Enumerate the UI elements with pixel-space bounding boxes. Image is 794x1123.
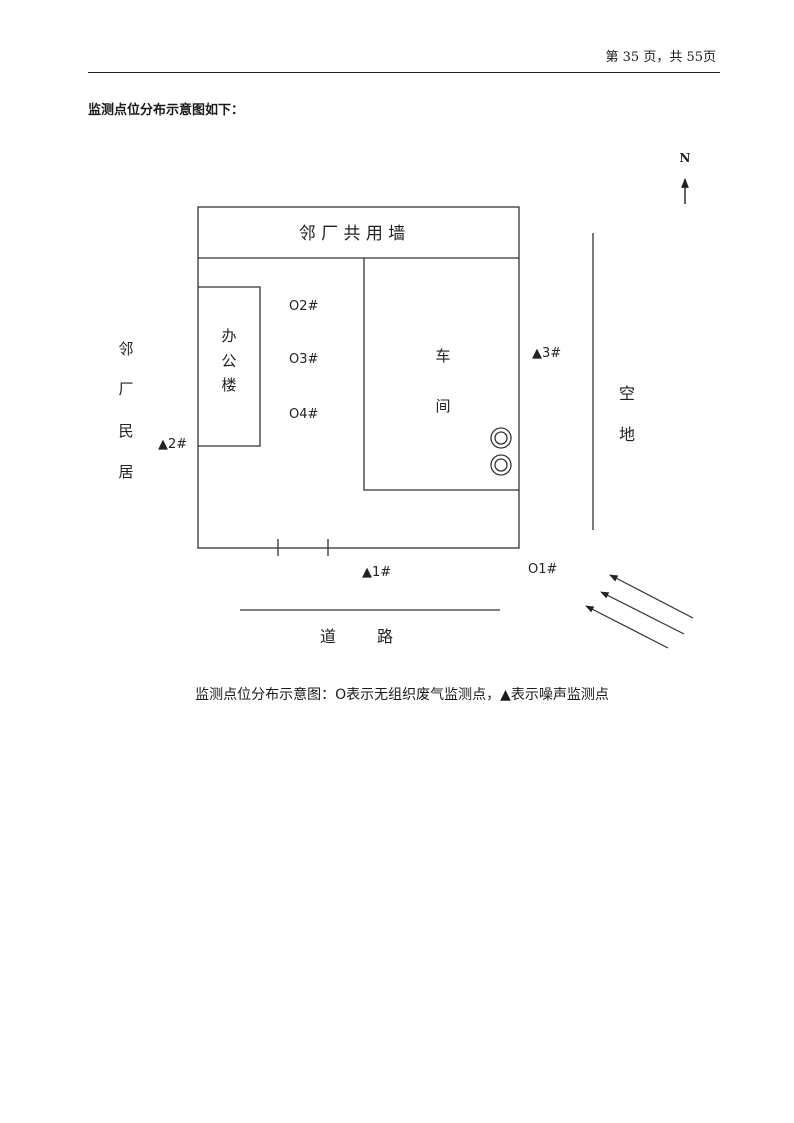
shared-wall-label: 邻 厂 共 用 墙 (299, 224, 406, 244)
exhaust-stack (490, 454, 512, 476)
workshop-label-char: 车 (435, 347, 450, 365)
wind-arrow (585, 605, 669, 649)
diagram-caption: 监测点位分布示意图：O表示无组织废气监测点，▲表示噪声监测点 (195, 687, 609, 703)
gas-point-o1: O1# (528, 562, 557, 577)
office-label-char: 公 (221, 352, 236, 370)
residence-label-char: 邻 (118, 340, 133, 358)
north-label: N (680, 151, 691, 165)
page-header: 第 35 页，共 55页 (88, 40, 720, 73)
noise-point-2: ▲2# (158, 437, 187, 452)
section-heading: 监测点位分布示意图如下： (88, 103, 245, 118)
office-label-char: 办 (221, 327, 236, 345)
gas-point-o3: O3# (289, 352, 318, 367)
road-label-char: 路 (377, 627, 393, 646)
residence-label-char: 厂 (118, 380, 133, 398)
road-label-char: 道 (320, 627, 336, 646)
office-label-char: 楼 (221, 376, 236, 394)
residence-label-char: 居 (118, 463, 133, 481)
wind-arrow (609, 574, 694, 619)
workshop-label-char: 间 (435, 397, 450, 415)
empty-land-label-char: 地 (619, 425, 635, 444)
gas-point-o2: O2# (289, 299, 318, 314)
noise-point-3: ▲3# (532, 346, 561, 361)
page-number: 第 35 页，共 55页 (605, 50, 716, 65)
office-building (198, 286, 261, 447)
residence-label-char: 民 (118, 422, 133, 440)
wind-arrow (600, 591, 685, 635)
empty-land-label-char: 空 (619, 384, 635, 403)
factory-boundary (197, 206, 520, 549)
gas-point-o4: O4# (289, 407, 318, 422)
noise-point-1: ▲1# (362, 565, 391, 580)
exhaust-stack (490, 427, 512, 449)
workshop-building (363, 258, 519, 491)
